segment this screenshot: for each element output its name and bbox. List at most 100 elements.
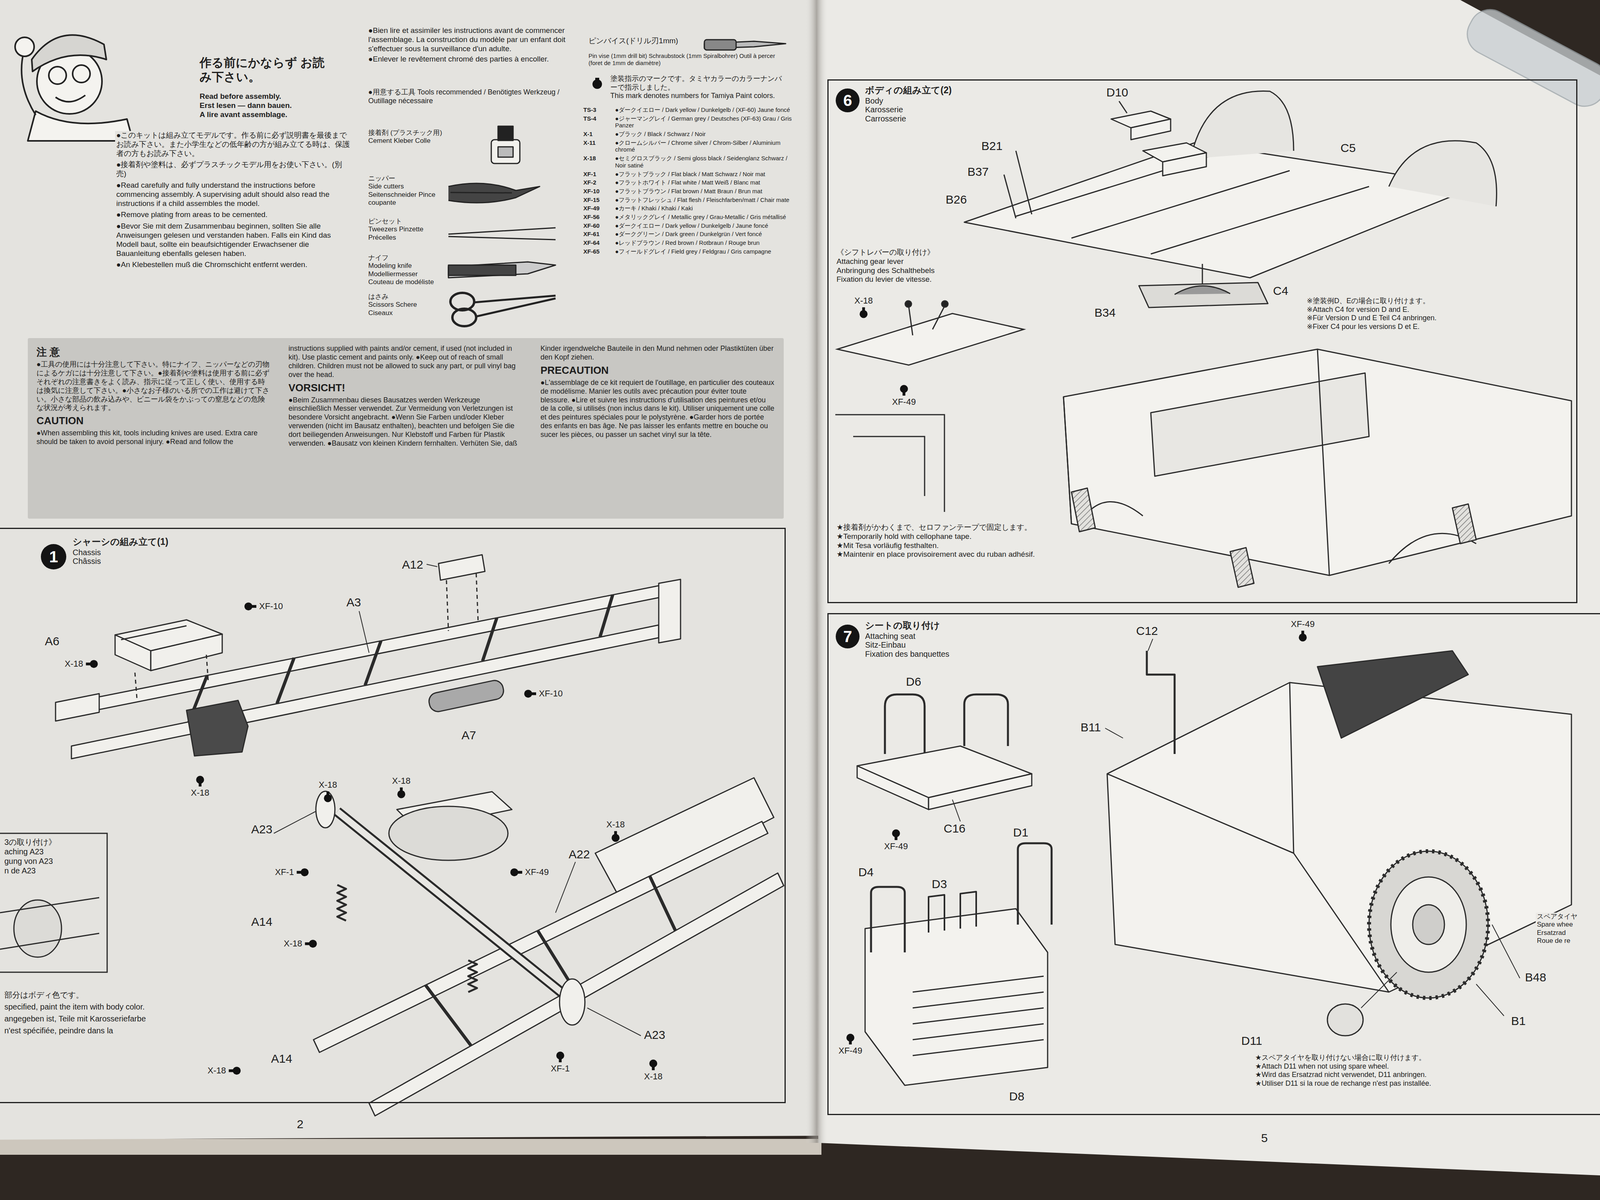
seat-drawing <box>857 765 929 810</box>
paint-list: XF-56 <box>583 213 613 221</box>
paint-mark-icon <box>592 77 602 89</box>
paint-code: XF-49 <box>890 396 918 408</box>
tool-name: Pin vise (1mm drill bit) Schraubstock (1… <box>587 52 790 67</box>
label-group: D4 <box>857 865 875 880</box>
paint-code: XF-49 <box>1289 619 1316 630</box>
paint-marker <box>846 1033 855 1045</box>
caution-heading: CAUTION <box>36 414 272 428</box>
paint-list: XF-65 <box>583 248 613 256</box>
part-number: D10 <box>1105 85 1130 100</box>
tool-icons <box>448 183 540 203</box>
chassis-drawing <box>55 554 681 759</box>
paint-marker <box>859 307 868 318</box>
tool-icons <box>498 146 514 158</box>
paint-list: ●フィールドグレイ / Field grey / Feldgrau / Gris… <box>615 248 792 256</box>
step-number-text: 7 <box>843 628 852 645</box>
mascot-cartoon <box>21 51 36 116</box>
step-subtitle: Body <box>865 96 952 106</box>
heading-text: A lire avant assemblage. <box>198 110 289 120</box>
paint-marker <box>296 868 309 877</box>
part-number: B34 <box>1093 305 1117 320</box>
jeep-drawing <box>1361 924 1520 1016</box>
step-number-text: 1 <box>49 548 58 565</box>
paint-list: X-18 <box>583 154 613 169</box>
mascot-cartoon <box>48 66 67 85</box>
part-number: A14 <box>269 1051 294 1066</box>
part-number: B26 <box>944 192 968 207</box>
step-subtitle: Sitz-Einbau <box>865 640 950 650</box>
instruction-text: ●Remove plating from areas to be cemente… <box>115 210 269 220</box>
instruction-text: ●Enlever le revêtement chromé des partie… <box>367 54 550 64</box>
part-number: C12 <box>1134 623 1160 639</box>
paint-marker <box>85 659 98 668</box>
paint-list: TS-3 <box>583 106 613 114</box>
tool-icons <box>474 295 556 317</box>
note-text: ★スペアタイヤを取り付けない場合に取り付けます。 <box>1253 1053 1427 1063</box>
label-group: X-18 <box>206 1065 227 1076</box>
axle-drawing <box>315 791 335 828</box>
caution-panel: 注 意●工具の使用には十分注意して下さい。特にナイフ、ニッパーなどの刃物によるケ… <box>27 338 784 519</box>
axle-drawing <box>425 875 676 1046</box>
paint-mark-icon <box>595 77 600 82</box>
label-group: B1 <box>1509 1013 1527 1029</box>
caution-heading: 注 意 <box>36 346 272 359</box>
chassis-drawing <box>658 579 681 643</box>
paint-marker <box>244 602 253 611</box>
background <box>805 0 828 1143</box>
text-holder: 6 <box>843 92 852 109</box>
axle-drawing <box>468 960 477 993</box>
tool-name: ピンセット <box>367 217 404 226</box>
body-drawing <box>1063 349 1330 576</box>
label-group: ★接着剤がかわくまで、セロファンテープで固定します。★Temporarily h… <box>835 523 1042 560</box>
note-text: ※塗装例D、Eの場合に取り付けます。 <box>1305 296 1431 306</box>
label-group: ●Bien lire et assimiler les instructions… <box>367 26 578 66</box>
paint-marker <box>859 309 868 318</box>
paint-code: X-18 <box>605 819 626 830</box>
step-subtitle: Chassis <box>72 548 169 557</box>
caution-text: ●L'assemblage de ce kit requiert de l'ou… <box>540 378 775 440</box>
jeep-drawing <box>1327 1003 1364 1036</box>
step-number: 6 <box>835 88 860 113</box>
label-group: 《シフトレバーの取り付け》Attaching gear leverAnbring… <box>835 248 1018 285</box>
inset-title: n de A23 <box>3 865 37 876</box>
paint-code: X-18 <box>317 779 339 791</box>
paint-list: X-1 <box>583 130 613 138</box>
part-note: Spare whee <box>1535 920 1575 929</box>
part-number: D6 <box>904 674 923 689</box>
label-group: ニッパーSide cutters Seitenschneider Pince c… <box>367 174 441 208</box>
instruction-text: ●Bevor Sie mit dem Zusammenbau beginnen,… <box>115 221 354 258</box>
paint-list: XF-15 <box>583 196 613 204</box>
jeep-drawing <box>1390 876 1467 973</box>
paint-marker <box>556 1051 565 1063</box>
paint-list: XF-2 <box>583 178 613 187</box>
step-subtitle: Châssis <box>72 556 169 566</box>
part-number: A6 <box>43 634 61 649</box>
paint-marker <box>308 939 317 948</box>
paint-marker <box>611 830 620 842</box>
jeep-drawing <box>1105 638 1153 739</box>
seat-drawing <box>928 773 1032 810</box>
paint-marker <box>1298 630 1307 642</box>
note-text: ※Fixer C4 pour les versions D et E. <box>1305 322 1421 332</box>
inset-drawing <box>0 833 108 973</box>
note-text: ★Maintenir en place provisoirement avec … <box>835 550 1037 560</box>
inset-title: 《シフトレバーの取り付け》 <box>835 248 936 258</box>
label-group: X-18 <box>605 819 626 830</box>
note-text: ★Mit Tesa vorläufig festhalten. <box>835 541 940 551</box>
label-group: X-18 <box>853 295 874 306</box>
paint-marker <box>892 829 900 841</box>
tool-icons <box>704 39 737 50</box>
label-group: X-18 <box>63 658 85 670</box>
label-group: A23 <box>250 822 274 837</box>
step-title: シャーシの組み立て(1) <box>72 536 169 548</box>
part-number: C4 <box>1271 283 1290 299</box>
label-group: はさみScissors Schere Ciseaux <box>367 292 441 318</box>
paint-code: XF-1 <box>273 867 296 878</box>
paint-code: XF-10 <box>537 688 564 699</box>
seat-drawing <box>912 976 1044 1056</box>
part-number: C5 <box>1339 140 1357 156</box>
label-group: XF-10 <box>257 601 285 612</box>
part-number: A23 <box>642 1027 667 1043</box>
